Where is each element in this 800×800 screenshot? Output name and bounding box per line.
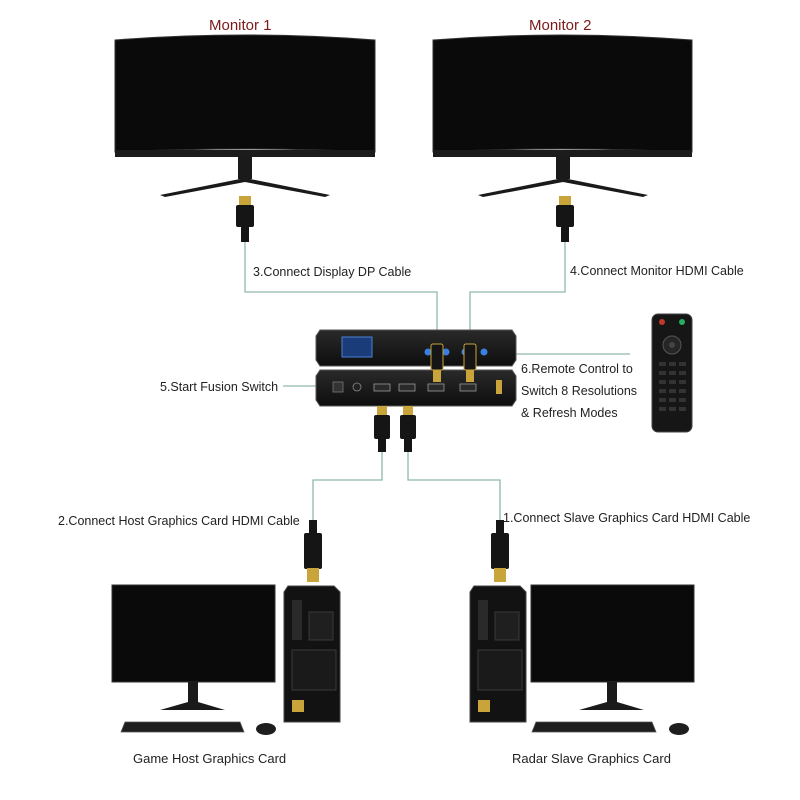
device-display [341, 336, 373, 358]
host-computer-plug [304, 520, 322, 582]
fusion-switch-device [315, 329, 517, 407]
slave-computer-plug [491, 520, 509, 582]
hdmi-plug-into-device [463, 343, 477, 382]
step-1-label: 1.Connect Slave Graphics Card HDMI Cable [503, 511, 751, 525]
step-6-line-1: 6.Remote Control to [521, 362, 633, 376]
step-4-label: 4.Connect Monitor HDMI Cable [570, 264, 744, 278]
step-6-line-2: Switch 8 Resolutions [521, 384, 638, 398]
monitor-1-title: Monitor 1 [209, 17, 272, 34]
step-5-label: 5.Start Fusion Switch [160, 380, 279, 394]
monitor-1-plug [236, 196, 254, 242]
step-3-label: 3.Connect Display DP Cable [253, 265, 412, 279]
slave-computer [469, 584, 695, 735]
monitor-2-title: Monitor 2 [529, 17, 592, 34]
slave-computer-title: Radar Slave Graphics Card [512, 751, 671, 766]
remote-control [651, 313, 693, 433]
hdmi-monitor-cable-line [469, 240, 566, 345]
slave-cable-line [407, 450, 501, 520]
host-plug-into-device [374, 406, 390, 452]
host-cable-line [312, 450, 383, 520]
monitor-2-plug [556, 196, 574, 242]
step-6-line-3: & Refresh Modes [521, 406, 618, 420]
cable-lines [244, 240, 630, 520]
host-computer [111, 584, 341, 735]
dp-cable-line [244, 240, 438, 345]
monitor-1 [114, 34, 376, 197]
monitor-2 [432, 34, 693, 197]
step-2-label: 2.Connect Host Graphics Card HDMI Cable [58, 514, 300, 528]
slave-plug-into-device [400, 406, 416, 452]
dp-plug-into-device [430, 343, 444, 382]
host-computer-title: Game Host Graphics Card [133, 751, 287, 766]
